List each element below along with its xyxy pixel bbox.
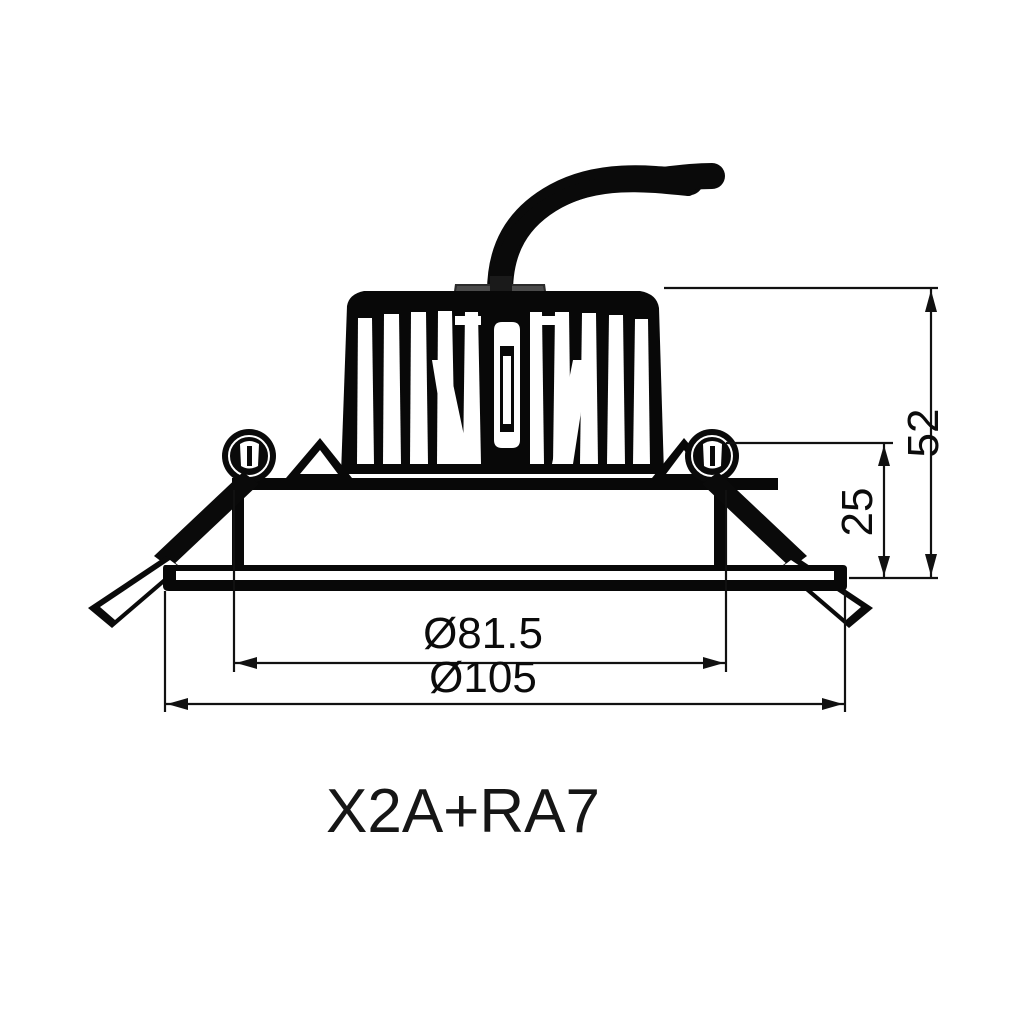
dimension-label-depth: 25 xyxy=(833,488,882,537)
power-cable xyxy=(487,163,725,305)
drawing-title: X2A+RA7 xyxy=(326,777,600,846)
spring-clip-left xyxy=(88,429,276,628)
trim-bezel xyxy=(163,565,847,591)
dimension-label-cutout: Ø81.5 xyxy=(423,609,543,658)
reflector-housing xyxy=(482,300,530,470)
dimension-label-outer: Ø105 xyxy=(429,653,537,702)
cable-end-tip xyxy=(650,163,725,193)
dimension-outer-105: Ø105 xyxy=(163,591,847,712)
heatsink-body xyxy=(341,291,664,474)
dimension-height-52: 52 xyxy=(664,286,948,580)
dimension-depth-25: 25 xyxy=(726,441,893,578)
inner-can-body xyxy=(232,478,778,573)
dimension-label-height: 52 xyxy=(899,409,948,458)
dimension-cutout-81-5: Ø81.5 xyxy=(232,490,728,672)
